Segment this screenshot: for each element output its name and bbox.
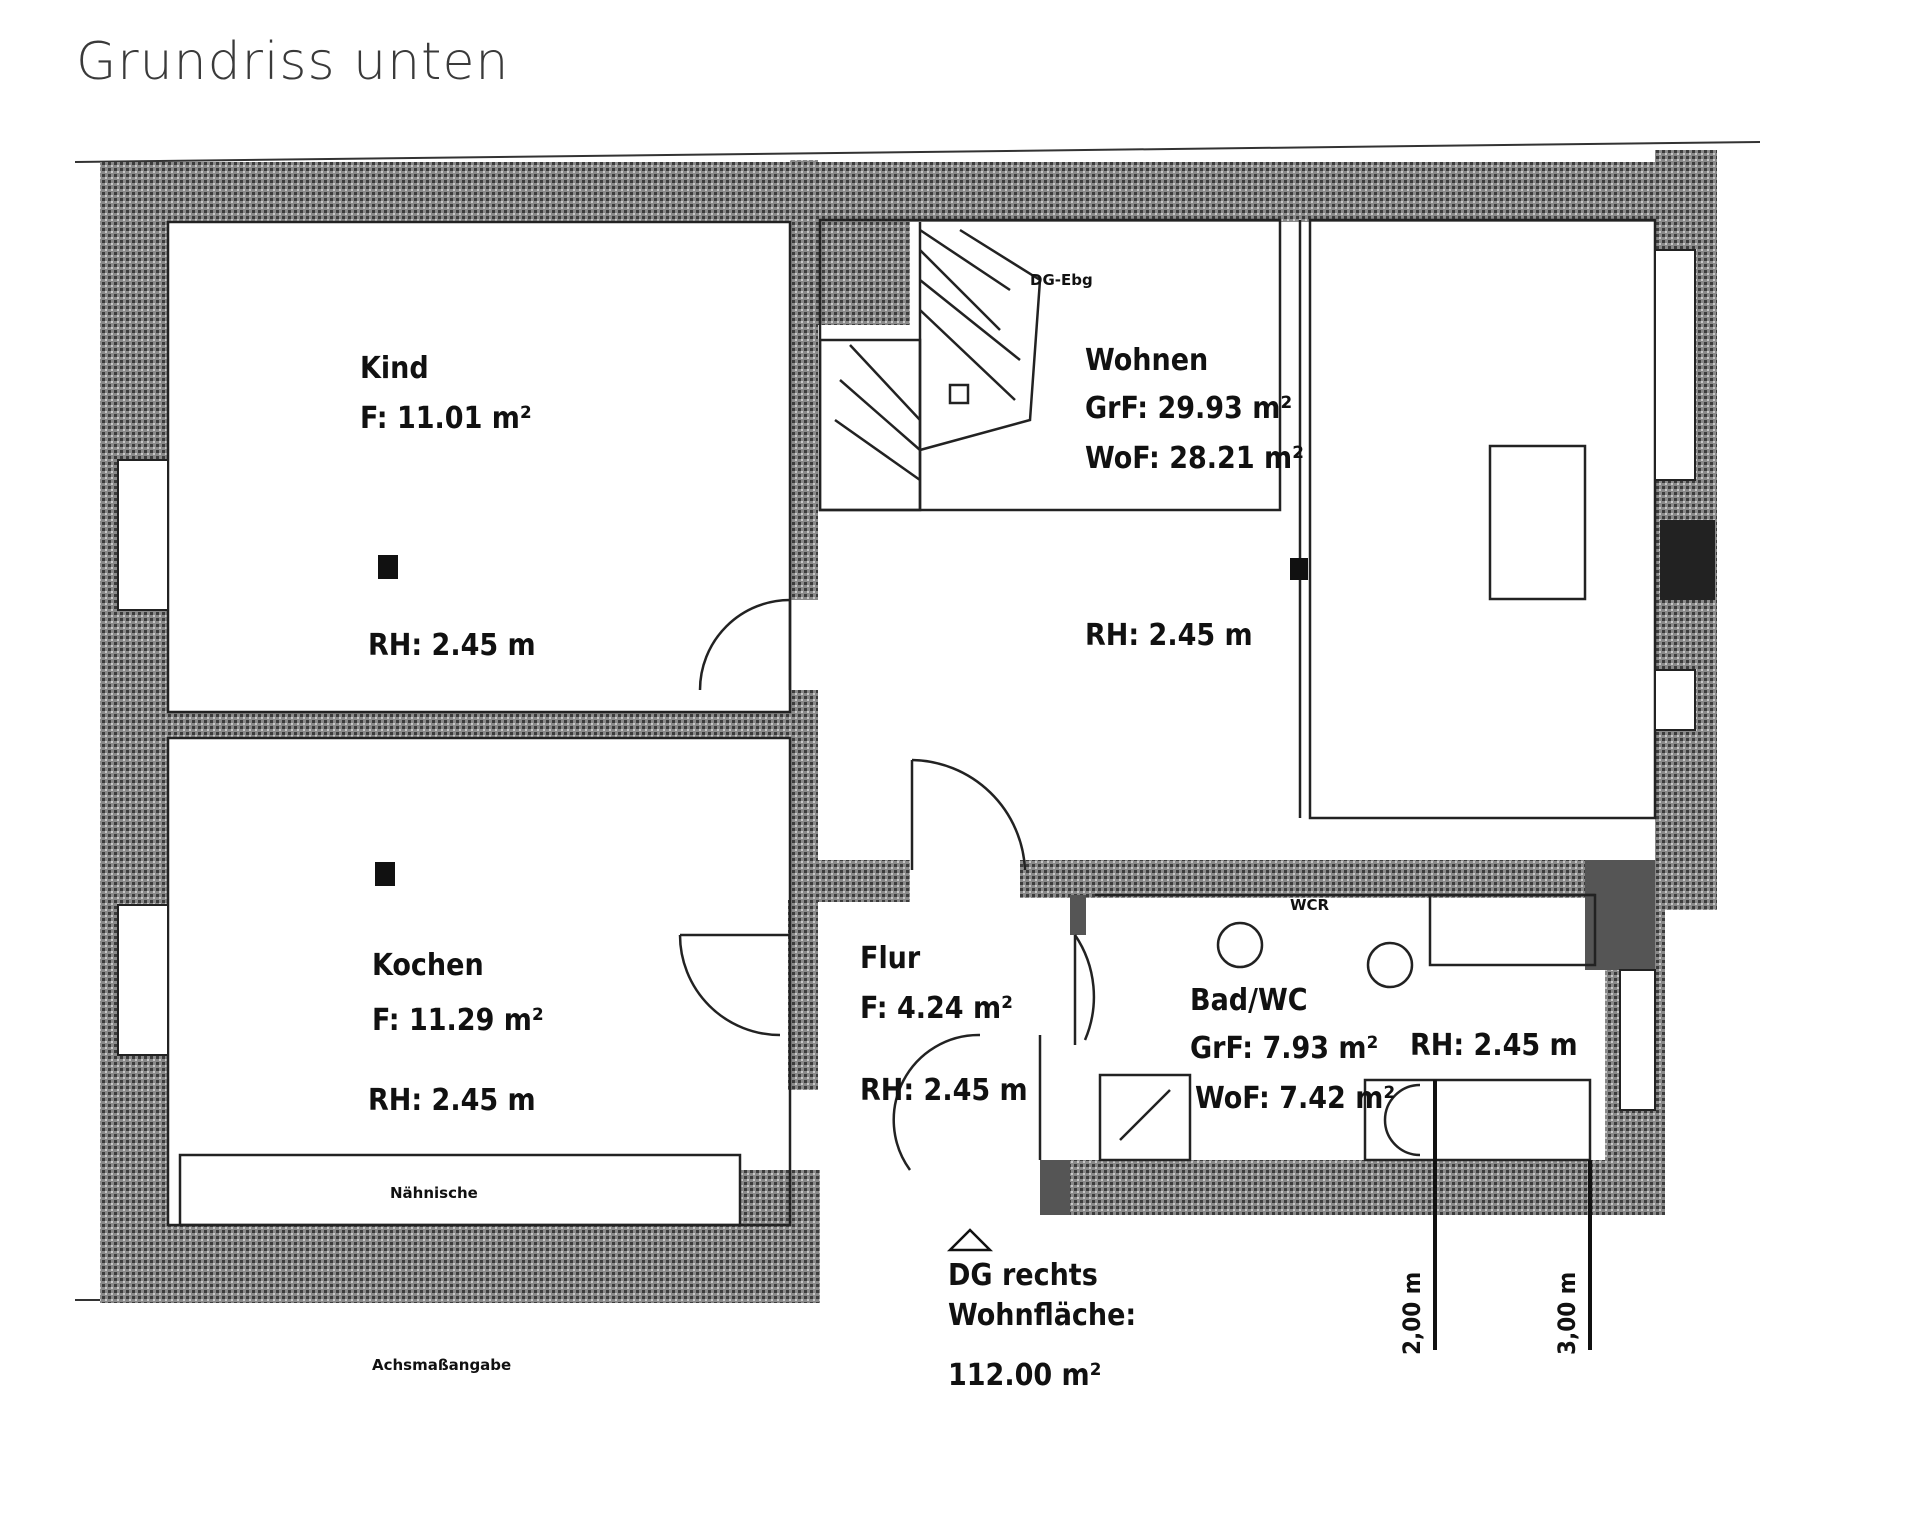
room-height-wohnen: RH: 2.45 m bbox=[1085, 618, 1253, 653]
interior-walls bbox=[168, 160, 1655, 1240]
room-gross-area-wohnen: GrF: 29.93 m² bbox=[1085, 391, 1292, 426]
pillar-kochen bbox=[375, 862, 395, 886]
room-name-kind: Kind bbox=[360, 351, 429, 386]
room-gross-area-bad: GrF: 7.93 m² bbox=[1190, 1031, 1378, 1066]
room-living-area-bad: WoF: 7.42 m² bbox=[1195, 1081, 1395, 1116]
room-niche-kochen: Nähnische bbox=[390, 1184, 478, 1202]
room-name-bad: Bad/WC bbox=[1190, 983, 1308, 1018]
footer-label: Achsmaßangabe bbox=[372, 1356, 511, 1374]
room-height-kind: RH: 2.45 m bbox=[368, 628, 536, 663]
bathroom-fixtures bbox=[1098, 893, 1597, 1162]
staircase bbox=[818, 222, 1042, 512]
room-height-kochen: RH: 2.45 m bbox=[368, 1083, 536, 1118]
room-name-wohnen: Wohnen bbox=[1085, 343, 1208, 378]
reference-line-top bbox=[74, 141, 1761, 163]
entry-marker bbox=[946, 1228, 994, 1252]
stair-label: DG-Ebg bbox=[1030, 271, 1093, 289]
dimension-lines bbox=[1433, 1080, 1592, 1350]
unit-line-1: DG rechts bbox=[948, 1258, 1098, 1293]
dimension-label-b: 3,00 m bbox=[1553, 1272, 1581, 1355]
page-title: Grundriss unten bbox=[76, 32, 510, 92]
room-area-kind: F: 11.01 m² bbox=[360, 401, 532, 436]
room-area-flur: F: 4.24 m² bbox=[860, 991, 1013, 1026]
bath-top-label: WCR bbox=[1290, 896, 1330, 914]
room-living-area-wohnen: WoF: 28.21 m² bbox=[1085, 441, 1304, 476]
room-name-flur: Flur bbox=[860, 941, 921, 976]
room-name-kochen: Kochen bbox=[372, 948, 484, 983]
pillar-wohnen bbox=[1290, 558, 1308, 580]
unit-line-3: 112.00 m² bbox=[948, 1358, 1102, 1393]
windows bbox=[117, 249, 1715, 1111]
unit-line-2: Wohnfläche: bbox=[948, 1298, 1136, 1333]
room-height-bad: RH: 2.45 m bbox=[1410, 1028, 1578, 1063]
pillar-kind bbox=[378, 555, 398, 579]
door-swings bbox=[678, 598, 1096, 1171]
room-area-kochen: F: 11.29 m² bbox=[372, 1003, 544, 1038]
dimension-label-a: 2,00 m bbox=[1398, 1272, 1426, 1355]
room-height-flur: RH: 2.45 m bbox=[860, 1073, 1028, 1108]
